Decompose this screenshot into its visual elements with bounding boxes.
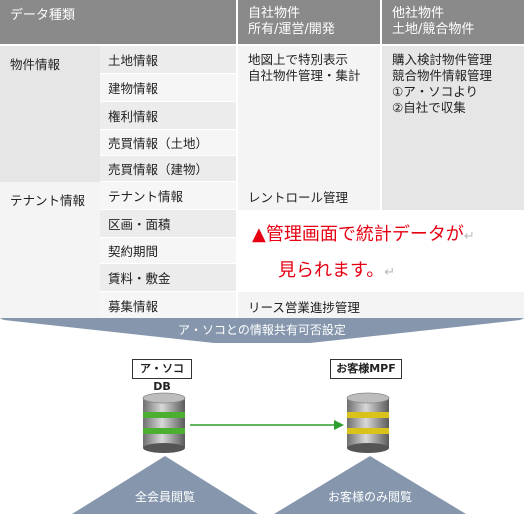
category-bg-property [0, 46, 100, 182]
sharing-banner-label: ア・ソコとの情報共有可否設定 [178, 323, 346, 337]
return-mark: ↵ [384, 265, 396, 280]
sub-item-recruit: 募集情報 [100, 292, 236, 320]
callout-line-2: 見られます。↵ [278, 260, 396, 281]
database-icon [142, 392, 186, 453]
audience-all-shape [72, 456, 258, 514]
category-bg-tenant [0, 182, 100, 320]
sub-item-contract: 契約期間 [100, 238, 236, 264]
lease-cell [238, 292, 524, 320]
sub-item-tenant: テナント情報 [100, 182, 236, 210]
other-property-description: 購入検討物件管理 競合物件情報管理 ①ア・ソコより ②自社で収集 [392, 52, 493, 115]
sharing-banner-shape [0, 318, 524, 343]
header-data-type: データ種類 [0, 0, 236, 44]
customer-mpf-label: お客様MPF [330, 359, 402, 379]
audience-all-members: 全会員閲覧 [134, 490, 195, 504]
own-property-cell [238, 46, 380, 182]
category-tenant: テナント情報 [10, 193, 86, 208]
sub-item-area: 区画・面積 [100, 210, 236, 238]
sub-item-rights: 権利情報 [100, 102, 236, 130]
sub-item-land: 土地情報 [100, 46, 236, 74]
own-property-description: 地図上で特別表示 自社物件管理・集計 [248, 52, 361, 83]
sync-arrow-icon [190, 420, 344, 430]
sub-item-sale-land: 売買情報（土地） [100, 130, 236, 156]
audience-customer-shape [274, 456, 466, 514]
rent-roll-cell [238, 182, 380, 210]
rent-roll-description: レントロール管理 [248, 190, 349, 205]
header-other-property: 他社物件 土地/競合物件 [382, 0, 524, 44]
sub-item-building: 建物情報 [100, 74, 236, 102]
return-mark: ↵ [463, 229, 475, 244]
other-property-cell [382, 46, 524, 210]
aso-db-label: ア・ソコDB [132, 359, 192, 393]
category-property: 物件情報 [10, 57, 61, 72]
audience-customer-only: お客様のみ閲覧 [327, 490, 412, 504]
callout-line-1: ▲管理画面で統計データが↵ [252, 224, 475, 245]
database-icon [346, 392, 390, 453]
lease-description: リース営業進捗管理 [248, 300, 360, 315]
sub-item-rent: 賃料・敷金 [100, 264, 236, 292]
sub-item-sale-building: 売買情報（建物） [100, 156, 236, 182]
statistics-callout: ▲管理画面で統計データが↵ 見られます。↵ [238, 212, 524, 290]
header-own-property: 自社物件 所有/運営/開発 [238, 0, 380, 44]
